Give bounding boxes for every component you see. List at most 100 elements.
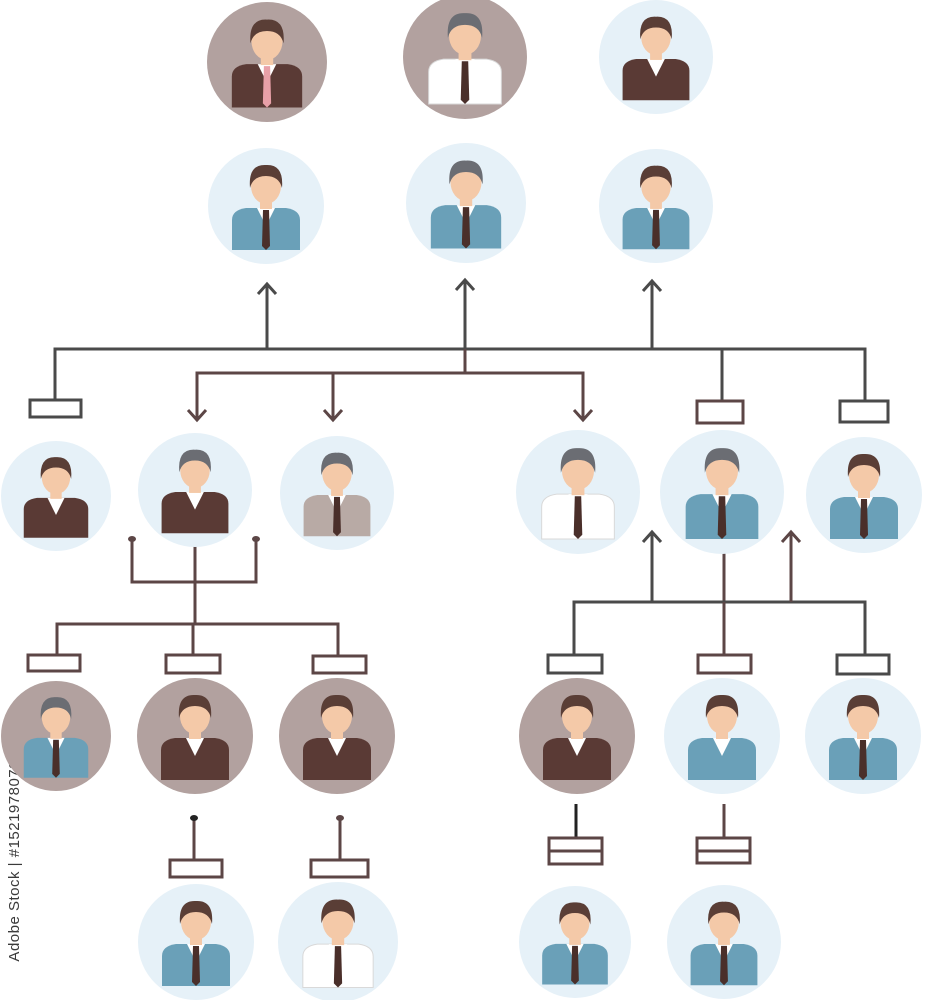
neck	[189, 730, 201, 739]
arrow-head	[256, 281, 278, 296]
hair	[560, 448, 596, 473]
necktie	[860, 499, 868, 539]
necktie	[717, 496, 727, 540]
person-node-p13	[1, 681, 111, 791]
bus-left	[55, 622, 340, 655]
connector-box	[696, 653, 753, 675]
person-node-p6	[599, 149, 713, 263]
shirt-collar	[328, 738, 346, 756]
hair	[321, 452, 353, 476]
hair	[560, 694, 594, 718]
neck	[331, 730, 343, 739]
person-node-p19	[138, 884, 254, 1000]
person-node-p21	[519, 886, 631, 998]
hair	[559, 902, 591, 925]
necktie	[652, 209, 660, 250]
arrow-head	[641, 278, 663, 293]
connector-lines	[26, 277, 891, 879]
person-node-p22	[667, 885, 781, 999]
person-node-p20	[278, 882, 398, 1000]
neck	[331, 487, 343, 496]
connector-dot	[190, 815, 198, 821]
arrow-head	[186, 408, 208, 423]
necktie	[720, 945, 728, 986]
neck	[50, 730, 62, 739]
hair	[40, 697, 72, 719]
shirt-collar	[47, 497, 65, 515]
person-node-p9	[280, 436, 394, 550]
person-node-p14	[137, 678, 253, 794]
neck	[718, 936, 730, 945]
suit-body	[161, 491, 229, 534]
neck	[331, 935, 345, 946]
connector-box	[838, 399, 890, 424]
neck	[858, 489, 870, 498]
hair	[846, 694, 880, 718]
secondary-bus	[195, 371, 585, 420]
person-node-p8	[138, 433, 252, 547]
neck	[260, 200, 272, 209]
main-bus	[53, 347, 867, 400]
arrow-head	[780, 529, 802, 544]
person-node-p18	[805, 678, 921, 794]
person-node-p17	[664, 678, 780, 794]
hair	[179, 900, 213, 924]
hair	[178, 694, 212, 718]
person-node-p2	[403, 0, 527, 119]
person-node-p10	[516, 430, 640, 554]
connector-box	[28, 398, 83, 419]
connector-box	[311, 654, 368, 675]
necktie	[52, 739, 60, 778]
neck	[650, 200, 662, 209]
suit-body	[23, 497, 89, 538]
necktie	[262, 210, 270, 250]
connector-box	[695, 399, 745, 425]
suit-body	[161, 738, 229, 780]
hair	[449, 160, 483, 185]
connector-box	[309, 858, 370, 879]
arrow-head	[322, 408, 344, 423]
neck	[857, 730, 869, 739]
connector-box	[546, 653, 604, 675]
suit-body	[688, 738, 756, 780]
shirt-collar	[713, 738, 731, 756]
neck	[189, 484, 201, 493]
shirt-collar	[186, 738, 204, 756]
necktie	[333, 946, 343, 988]
hair	[320, 694, 354, 718]
connector-box	[26, 653, 82, 673]
neck	[716, 730, 728, 739]
arrow-head	[641, 529, 663, 544]
person-node-p5	[406, 143, 526, 263]
hair	[447, 13, 483, 38]
hair	[640, 16, 672, 40]
neck	[571, 485, 585, 496]
hair	[705, 694, 739, 718]
arrow-head	[572, 408, 594, 423]
suit-body	[303, 738, 371, 780]
necktie	[262, 66, 272, 108]
person-node-p11	[660, 430, 784, 554]
hair	[250, 19, 284, 44]
neck	[458, 50, 472, 61]
hair	[704, 448, 740, 473]
connector-box	[168, 858, 224, 879]
shirt-collar	[568, 738, 586, 756]
hair	[179, 449, 211, 473]
hair	[321, 899, 355, 924]
person-node-p1	[207, 2, 327, 122]
hair	[249, 164, 283, 188]
connector-box	[835, 653, 891, 676]
suit-body	[622, 58, 690, 101]
necktie	[192, 946, 200, 986]
connector-dot	[128, 536, 136, 542]
necktie	[461, 207, 471, 249]
person-node-p16	[519, 678, 635, 794]
arrow-head	[454, 277, 476, 292]
neck	[569, 936, 581, 945]
person-node-p12	[806, 437, 922, 553]
person-node-p3	[599, 0, 713, 114]
necktie	[859, 740, 867, 780]
